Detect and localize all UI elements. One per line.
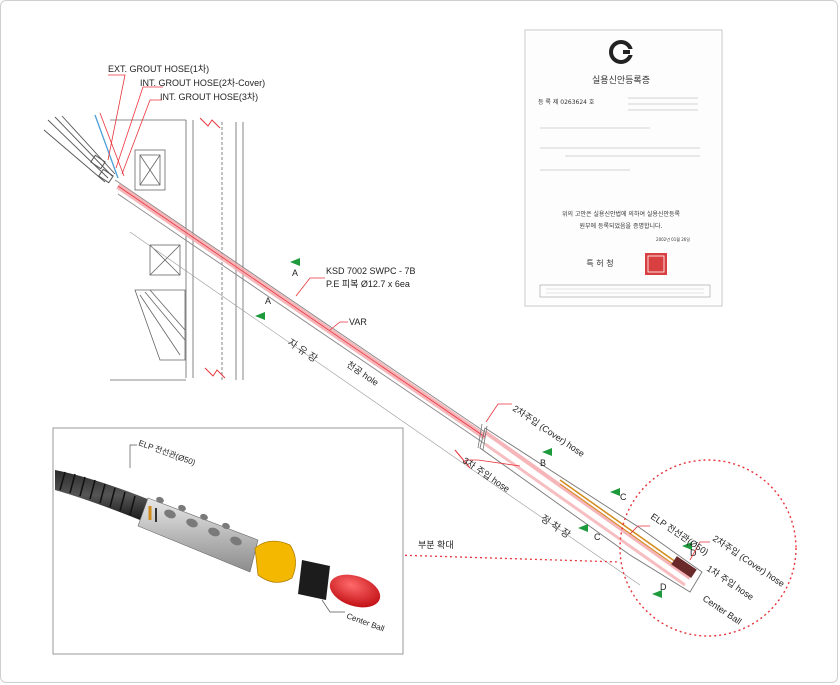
partial-zoom-label: 부분 확대: [418, 539, 454, 550]
center-ball-label: Center Ball: [701, 593, 744, 626]
center-ball: [329, 574, 381, 608]
section-b-label: B: [540, 458, 546, 468]
int-grout-hose-3-label: INT. GROUT HOSE(3차): [160, 91, 258, 102]
dimension-lines: [129, 231, 641, 586]
patent-certificate: 실용신안등록증 등 록 제 0263624 호 위의 고안은 실용신안법에 의하…: [524, 29, 723, 307]
wall-break-marks: [199, 117, 226, 379]
elp-conduit-label: ELP 전선관(Ø50): [649, 511, 710, 557]
official-seal-icon: [645, 253, 667, 275]
section-a-label-2: A: [265, 296, 271, 306]
pe-label: P.E 피복 Ø12.7 x 6ea: [326, 279, 410, 289]
int-grout-hose-cover-label: INT. GROUT HOSE(2차-Cover): [140, 77, 265, 88]
zoom-connector: [394, 554, 621, 563]
var-label: VAR: [349, 317, 367, 327]
certificate-body-2: 원부에 등록되었음을 증명합니다.: [579, 222, 662, 230]
zoom-circle: [619, 459, 797, 637]
ksd-label: KSD 7002 SWPC - 7B: [326, 266, 416, 276]
yellow-coupler: [254, 540, 296, 583]
ext-grout-hose-label: EXT. GROUT HOSE(1차): [108, 63, 209, 74]
leader-lines: [107, 74, 710, 561]
anchor-length-label: 정 착 장: [538, 513, 572, 541]
anchor-body: [43, 112, 703, 593]
free-length-label: 자 유 장: [285, 337, 319, 365]
section-c-label-2: C: [594, 532, 601, 542]
section-a-label: A: [292, 268, 298, 278]
corrugated-conduit: [55, 470, 150, 520]
metal-spacer: [137, 496, 259, 573]
section-c-label: C: [620, 492, 627, 502]
certificate-number: 등 록 제 0263624 호: [538, 98, 595, 106]
black-sleeve: [298, 560, 330, 600]
certificate-office: 특 허 청: [586, 259, 613, 268]
retaining-wall: [110, 119, 244, 381]
first-hose-label: 1차 주입 hose: [705, 563, 756, 603]
third-hose-label: 3차 주입 hose: [461, 455, 512, 495]
certificate-date: 2002년 01월 26일: [656, 236, 690, 242]
certificate-body-1: 위의 고안은 실용신안법에 의하여 실용신안등록: [562, 210, 681, 218]
certificate-title: 실용신안등록증: [592, 75, 650, 86]
kipo-logo-icon: [609, 40, 633, 64]
photo-inset: ELP 전선관(Ø50) Center Ball: [52, 427, 404, 655]
section-d-label-2: D: [660, 582, 667, 592]
